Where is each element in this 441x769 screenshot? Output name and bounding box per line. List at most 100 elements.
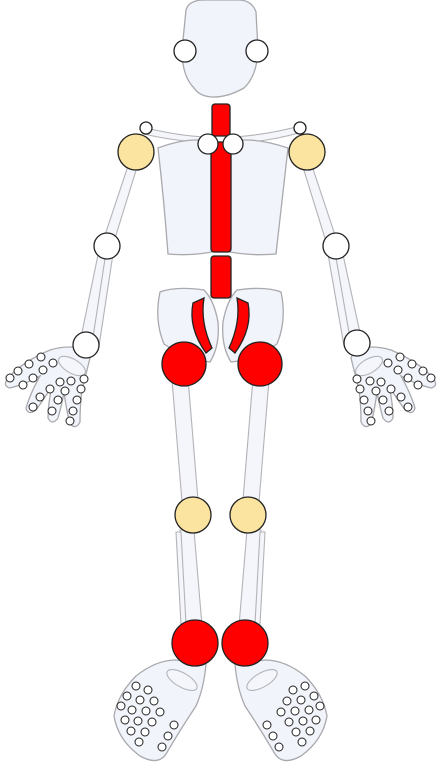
finger-joint-right-hand-11[interactable] (36, 393, 44, 401)
ankle-right-joint[interactable] (172, 620, 218, 666)
toe-joint-right-foot-5[interactable] (136, 696, 144, 704)
toe-joint-right-foot-2[interactable] (123, 692, 131, 700)
finger-joint-right-hand-14[interactable] (61, 387, 69, 395)
toe-joint-right-foot-10[interactable] (134, 717, 142, 725)
finger-joint-left-hand-14[interactable] (372, 387, 380, 395)
finger-joint-right-hand-19[interactable] (73, 396, 81, 404)
toe-joint-right-foot-3[interactable] (117, 702, 125, 710)
finger-joint-left-hand-6[interactable] (394, 366, 402, 374)
knee-right-joint[interactable] (175, 497, 211, 533)
sternoclavicular-left-joint[interactable] (223, 134, 243, 154)
toe-joint-left-foot-13[interactable] (285, 718, 293, 726)
toe-joint-left-foot-4[interactable] (289, 686, 297, 694)
hip-right-joint[interactable] (162, 342, 206, 386)
toe-joint-right-foot-9[interactable] (142, 707, 150, 715)
toe-joint-left-foot-17[interactable] (269, 732, 277, 740)
spine-cervical-segment[interactable] (212, 104, 230, 136)
finger-joint-right-hand-20[interactable] (69, 407, 77, 415)
jaw-left-joint[interactable] (174, 40, 196, 62)
finger-joint-left-hand-13[interactable] (366, 377, 374, 385)
finger-joint-right-hand-9[interactable] (56, 378, 64, 386)
finger-joint-left-hand-1[interactable] (396, 353, 404, 361)
toe-joint-right-foot-11[interactable] (127, 727, 135, 735)
finger-joint-left-hand-17[interactable] (353, 375, 361, 383)
toe-joint-left-foot-5[interactable] (297, 696, 305, 704)
finger-joint-left-hand-2[interactable] (408, 360, 416, 368)
toe-joint-right-foot-14[interactable] (141, 728, 149, 736)
sternoclavicular-right-joint[interactable] (198, 134, 218, 154)
finger-joint-right-hand-2[interactable] (25, 360, 33, 368)
toe-joint-right-foot-6[interactable] (128, 706, 136, 714)
finger-joint-right-hand-17[interactable] (80, 375, 88, 383)
finger-joint-right-hand-3[interactable] (14, 367, 22, 375)
finger-joint-right-hand-6[interactable] (39, 366, 47, 374)
finger-joint-left-hand-7[interactable] (404, 374, 412, 382)
finger-joint-left-hand-21[interactable] (367, 417, 375, 425)
toe-joint-left-foot-12[interactable] (277, 708, 285, 716)
toe-joint-left-foot-1[interactable] (301, 682, 309, 690)
finger-joint-left-hand-15[interactable] (379, 396, 387, 404)
ankle-left-joint[interactable] (222, 620, 268, 666)
acromioclavicular-right-joint[interactable] (140, 122, 152, 134)
toe-joint-left-foot-16[interactable] (263, 721, 271, 729)
finger-joint-right-hand-12[interactable] (29, 403, 37, 411)
finger-joint-left-hand-20[interactable] (364, 407, 372, 415)
shoulder-right-joint[interactable] (118, 134, 154, 170)
jaw-right-joint[interactable] (246, 40, 268, 62)
finger-joint-left-hand-8[interactable] (414, 381, 422, 389)
hip-left-joint[interactable] (238, 342, 282, 386)
toe-joint-right-foot-1[interactable] (132, 682, 140, 690)
toe-joint-right-foot-18[interactable] (158, 743, 166, 751)
finger-joint-right-hand-4[interactable] (6, 374, 14, 382)
spine-lumbar-segment[interactable] (211, 256, 231, 298)
toe-joint-left-foot-2[interactable] (310, 692, 318, 700)
toe-joint-left-foot-8[interactable] (283, 697, 291, 705)
finger-joint-left-hand-19[interactable] (360, 396, 368, 404)
toe-joint-left-foot-7[interactable] (312, 716, 320, 724)
elbow-right-joint[interactable] (94, 233, 120, 259)
toe-joint-right-foot-13[interactable] (148, 718, 156, 726)
finger-joint-right-hand-21[interactable] (66, 417, 74, 425)
toe-joint-left-foot-3[interactable] (316, 702, 324, 710)
finger-joint-left-hand-3[interactable] (419, 367, 427, 375)
finger-joint-right-hand-18[interactable] (77, 385, 85, 393)
wrist-left-joint[interactable] (344, 330, 370, 356)
femur-right (172, 378, 198, 502)
finger-joint-left-hand-11[interactable] (397, 393, 405, 401)
toe-joint-right-foot-17[interactable] (164, 732, 172, 740)
finger-joint-right-hand-5[interactable] (49, 359, 57, 367)
toe-joint-left-foot-9[interactable] (291, 707, 299, 715)
spine-thoracic-segment[interactable] (211, 142, 231, 252)
toe-joint-left-foot-15[interactable] (298, 738, 306, 746)
toe-joint-right-foot-16[interactable] (170, 721, 178, 729)
toe-joint-left-foot-11[interactable] (306, 727, 314, 735)
toe-joint-right-foot-12[interactable] (156, 708, 164, 716)
finger-joint-left-hand-18[interactable] (356, 385, 364, 393)
toe-joint-left-foot-10[interactable] (299, 717, 307, 725)
finger-joint-left-hand-16[interactable] (385, 407, 393, 415)
finger-joint-left-hand-9[interactable] (377, 378, 385, 386)
toe-joint-right-foot-7[interactable] (121, 716, 129, 724)
finger-joint-right-hand-7[interactable] (29, 374, 37, 382)
elbow-left-joint[interactable] (323, 233, 349, 259)
finger-joint-right-hand-16[interactable] (48, 407, 56, 415)
shoulder-left-joint[interactable] (289, 134, 325, 170)
wrist-right-joint[interactable] (73, 332, 99, 358)
finger-joint-right-hand-8[interactable] (19, 381, 27, 389)
finger-joint-left-hand-5[interactable] (384, 359, 392, 367)
toe-joint-left-foot-6[interactable] (305, 706, 313, 714)
finger-joint-right-hand-1[interactable] (37, 353, 45, 361)
finger-joint-left-hand-4[interactable] (427, 374, 435, 382)
toe-joint-right-foot-8[interactable] (150, 697, 158, 705)
toe-joint-right-foot-4[interactable] (144, 686, 152, 694)
finger-joint-right-hand-10[interactable] (46, 385, 54, 393)
finger-joint-left-hand-10[interactable] (387, 385, 395, 393)
finger-joint-right-hand-15[interactable] (54, 396, 62, 404)
finger-joint-right-hand-13[interactable] (67, 377, 75, 385)
toe-joint-left-foot-14[interactable] (292, 728, 300, 736)
acromioclavicular-left-joint[interactable] (294, 122, 306, 134)
finger-joint-left-hand-12[interactable] (404, 403, 412, 411)
toe-joint-right-foot-15[interactable] (135, 738, 143, 746)
toe-joint-left-foot-18[interactable] (275, 743, 283, 751)
knee-left-joint[interactable] (230, 497, 266, 533)
